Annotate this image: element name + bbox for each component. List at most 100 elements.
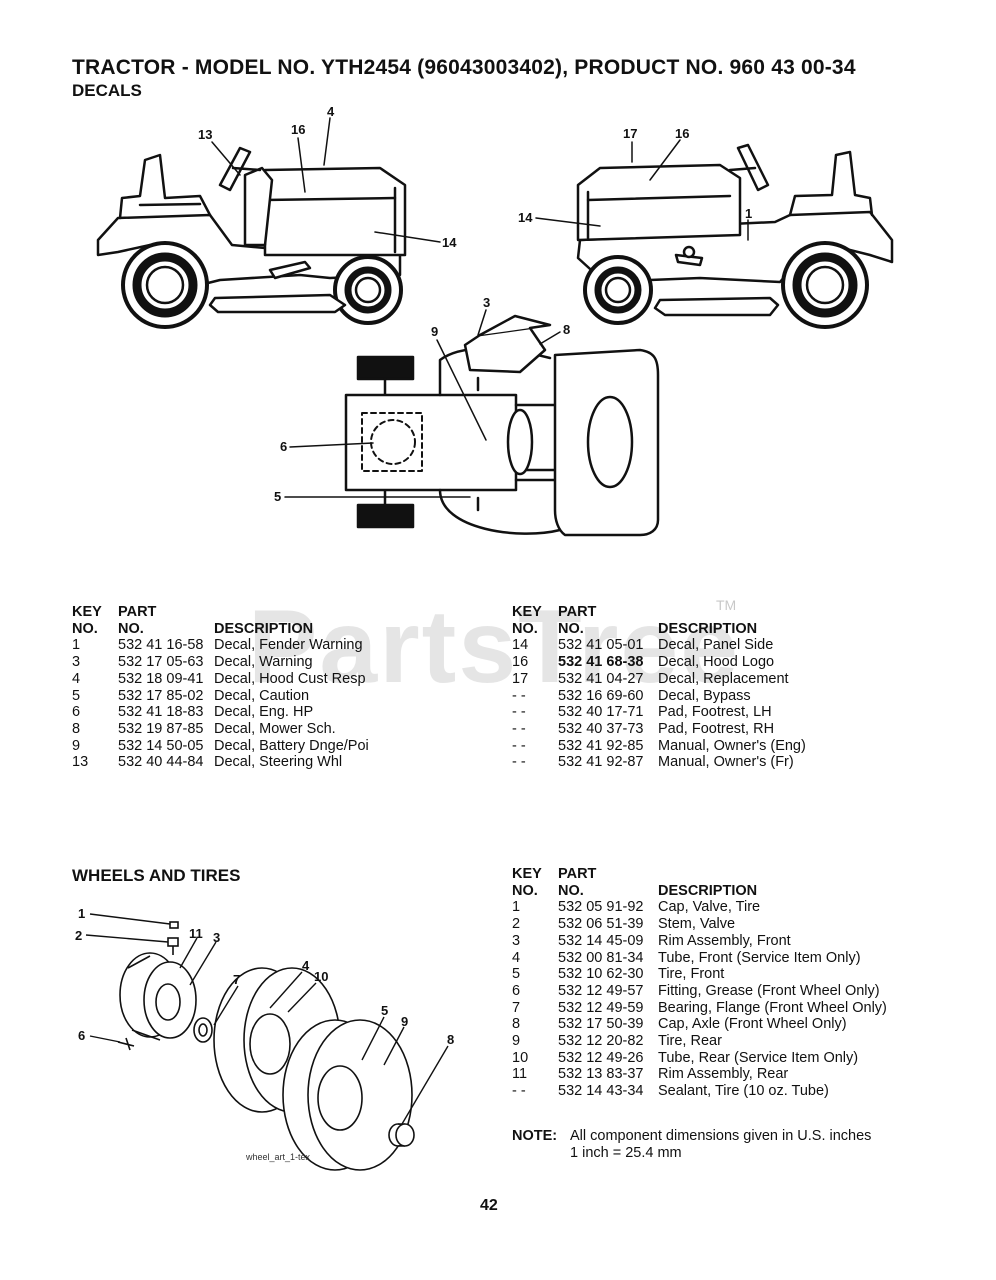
tractor-left-side-view (96, 146, 407, 329)
tractor-right-side-view (576, 143, 894, 329)
wheel-callout-2: 2 (75, 928, 82, 943)
description: Sealant, Tire (10 oz. Tube) (658, 1083, 829, 1100)
part-no: 532 17 05-63 (118, 654, 204, 671)
key-no: 13 (72, 754, 89, 771)
part-no: 532 05 91-92 (558, 899, 644, 916)
table-row: - - 532 41 92-85 Manual, Owner's (Eng) (512, 738, 806, 755)
description: Cap, Axle (Front Wheel Only) (658, 1016, 847, 1033)
callout-8: 8 (563, 322, 570, 337)
table-row: 11 532 13 83-37 Rim Assembly, Rear (512, 1066, 887, 1083)
key-no: 4 (512, 949, 521, 966)
part-no: 532 41 05-01 (558, 637, 644, 654)
description: Cap, Valve, Tire (658, 899, 761, 916)
key-no: 11 (512, 1066, 528, 1083)
callout-16-right: 16 (675, 126, 689, 141)
header-key-no-line1: KEY (72, 604, 102, 620)
key-no: 10 (512, 1049, 529, 1066)
wheel-callout-1: 1 (78, 906, 85, 921)
key-no: 6 (512, 982, 521, 999)
part-no: 532 14 43-34 (558, 1083, 644, 1100)
page-number: 42 (480, 1197, 498, 1214)
description: Pad, Footrest, LH (658, 704, 772, 721)
part-no: 532 41 04-27 (558, 670, 644, 687)
page-title: TRACTOR - MODEL NO. YTH2454 (96043003402… (72, 56, 856, 79)
callout-9: 9 (431, 324, 438, 339)
table-row: - - 532 14 43-34 Sealant, Tire (10 oz. Tub… (512, 1083, 887, 1100)
part-no: 532 41 16-58 (118, 637, 204, 654)
decals-leader-lines (211, 117, 749, 498)
header-part-no-line2: NO. (558, 620, 584, 637)
header-part-no-line1: PART (558, 866, 597, 882)
key-no: - - (512, 737, 526, 754)
callout-4: 4 (327, 104, 335, 119)
callout-1: 1 (745, 206, 752, 221)
callout-14-right: 14 (518, 210, 533, 225)
description: Decal, Caution (214, 687, 310, 704)
key-no: 5 (512, 966, 521, 983)
table-row: - - 532 41 92-87 Manual, Owner's (Fr) (512, 754, 806, 771)
table-row: 1 532 05 91-92 Cap, Valve, Tire (512, 899, 887, 916)
note-line-1: All component dimensions given in U.S. i… (570, 1128, 872, 1144)
key-no: - - (512, 1083, 526, 1100)
part-no: 532 14 50-05 (118, 737, 204, 754)
description: Decal, Hood Logo (658, 654, 775, 671)
header-key-no-line2: NO. (72, 620, 98, 637)
description: Manual, Owner's (Fr) (658, 754, 794, 771)
key-no: 9 (512, 1033, 521, 1050)
part-no: 532 12 49-26 (558, 1049, 644, 1066)
part-no: 532 40 17-71 (558, 704, 644, 721)
part-no: 532 17 85-02 (118, 687, 204, 704)
description: Decal, Eng. HP (214, 704, 314, 721)
part-no: 532 17 50-39 (558, 1016, 644, 1033)
wheels-exploded-view (117, 921, 415, 1171)
description: Rim Assembly, Rear (658, 1066, 789, 1083)
key-no: 8 (72, 720, 81, 737)
part-no: 532 41 92-87 (558, 754, 644, 771)
part-no: 532 13 83-37 (558, 1066, 644, 1083)
description: Rim Assembly, Front (658, 932, 791, 949)
key-no: 4 (72, 670, 81, 687)
table-row: - - 532 40 17-71 Pad, Footrest, LH (512, 704, 806, 721)
description: Bearing, Flange (Front Wheel Only) (658, 999, 887, 1016)
part-no: 532 16 69-60 (558, 687, 644, 704)
key-no: - - (512, 687, 526, 704)
header-part-no-line2: NO. (558, 882, 584, 899)
callout-16-left: 16 (291, 122, 305, 137)
header-part-no-line1: PART (118, 604, 157, 620)
key-no: 1 (512, 899, 521, 916)
key-no: 3 (512, 932, 521, 949)
part-no: 532 41 92-85 (558, 737, 644, 754)
key-no: - - (512, 754, 526, 771)
key-no: 17 (512, 670, 529, 687)
header-key-no-line1: KEY (512, 604, 542, 620)
part-no: 532 40 44-84 (118, 754, 204, 771)
description: Manual, Owner's (Eng) (658, 737, 806, 754)
key-no: 3 (72, 654, 81, 671)
description: Decal, Battery Dnge/Poi (214, 737, 369, 754)
part-no: 532 19 87-85 (118, 720, 204, 737)
wheel-callout-11: 11 (189, 926, 203, 941)
description: Tire, Rear (658, 1033, 722, 1050)
callout-14-left: 14 (442, 235, 457, 250)
wheel-callout-8: 8 (447, 1032, 454, 1047)
key-no: - - (512, 704, 526, 721)
wheel-callout-5: 5 (381, 1003, 388, 1018)
section-title-wheels-and-tires: WHEELS AND TIRES (72, 866, 241, 885)
part-no: 532 41 68-38 (558, 654, 644, 671)
callout-6: 6 (280, 439, 287, 454)
wheel-callout-3: 3 (213, 930, 220, 945)
header-part-no-line2: NO. (118, 620, 144, 637)
wheels-leader-lines (85, 913, 449, 1125)
